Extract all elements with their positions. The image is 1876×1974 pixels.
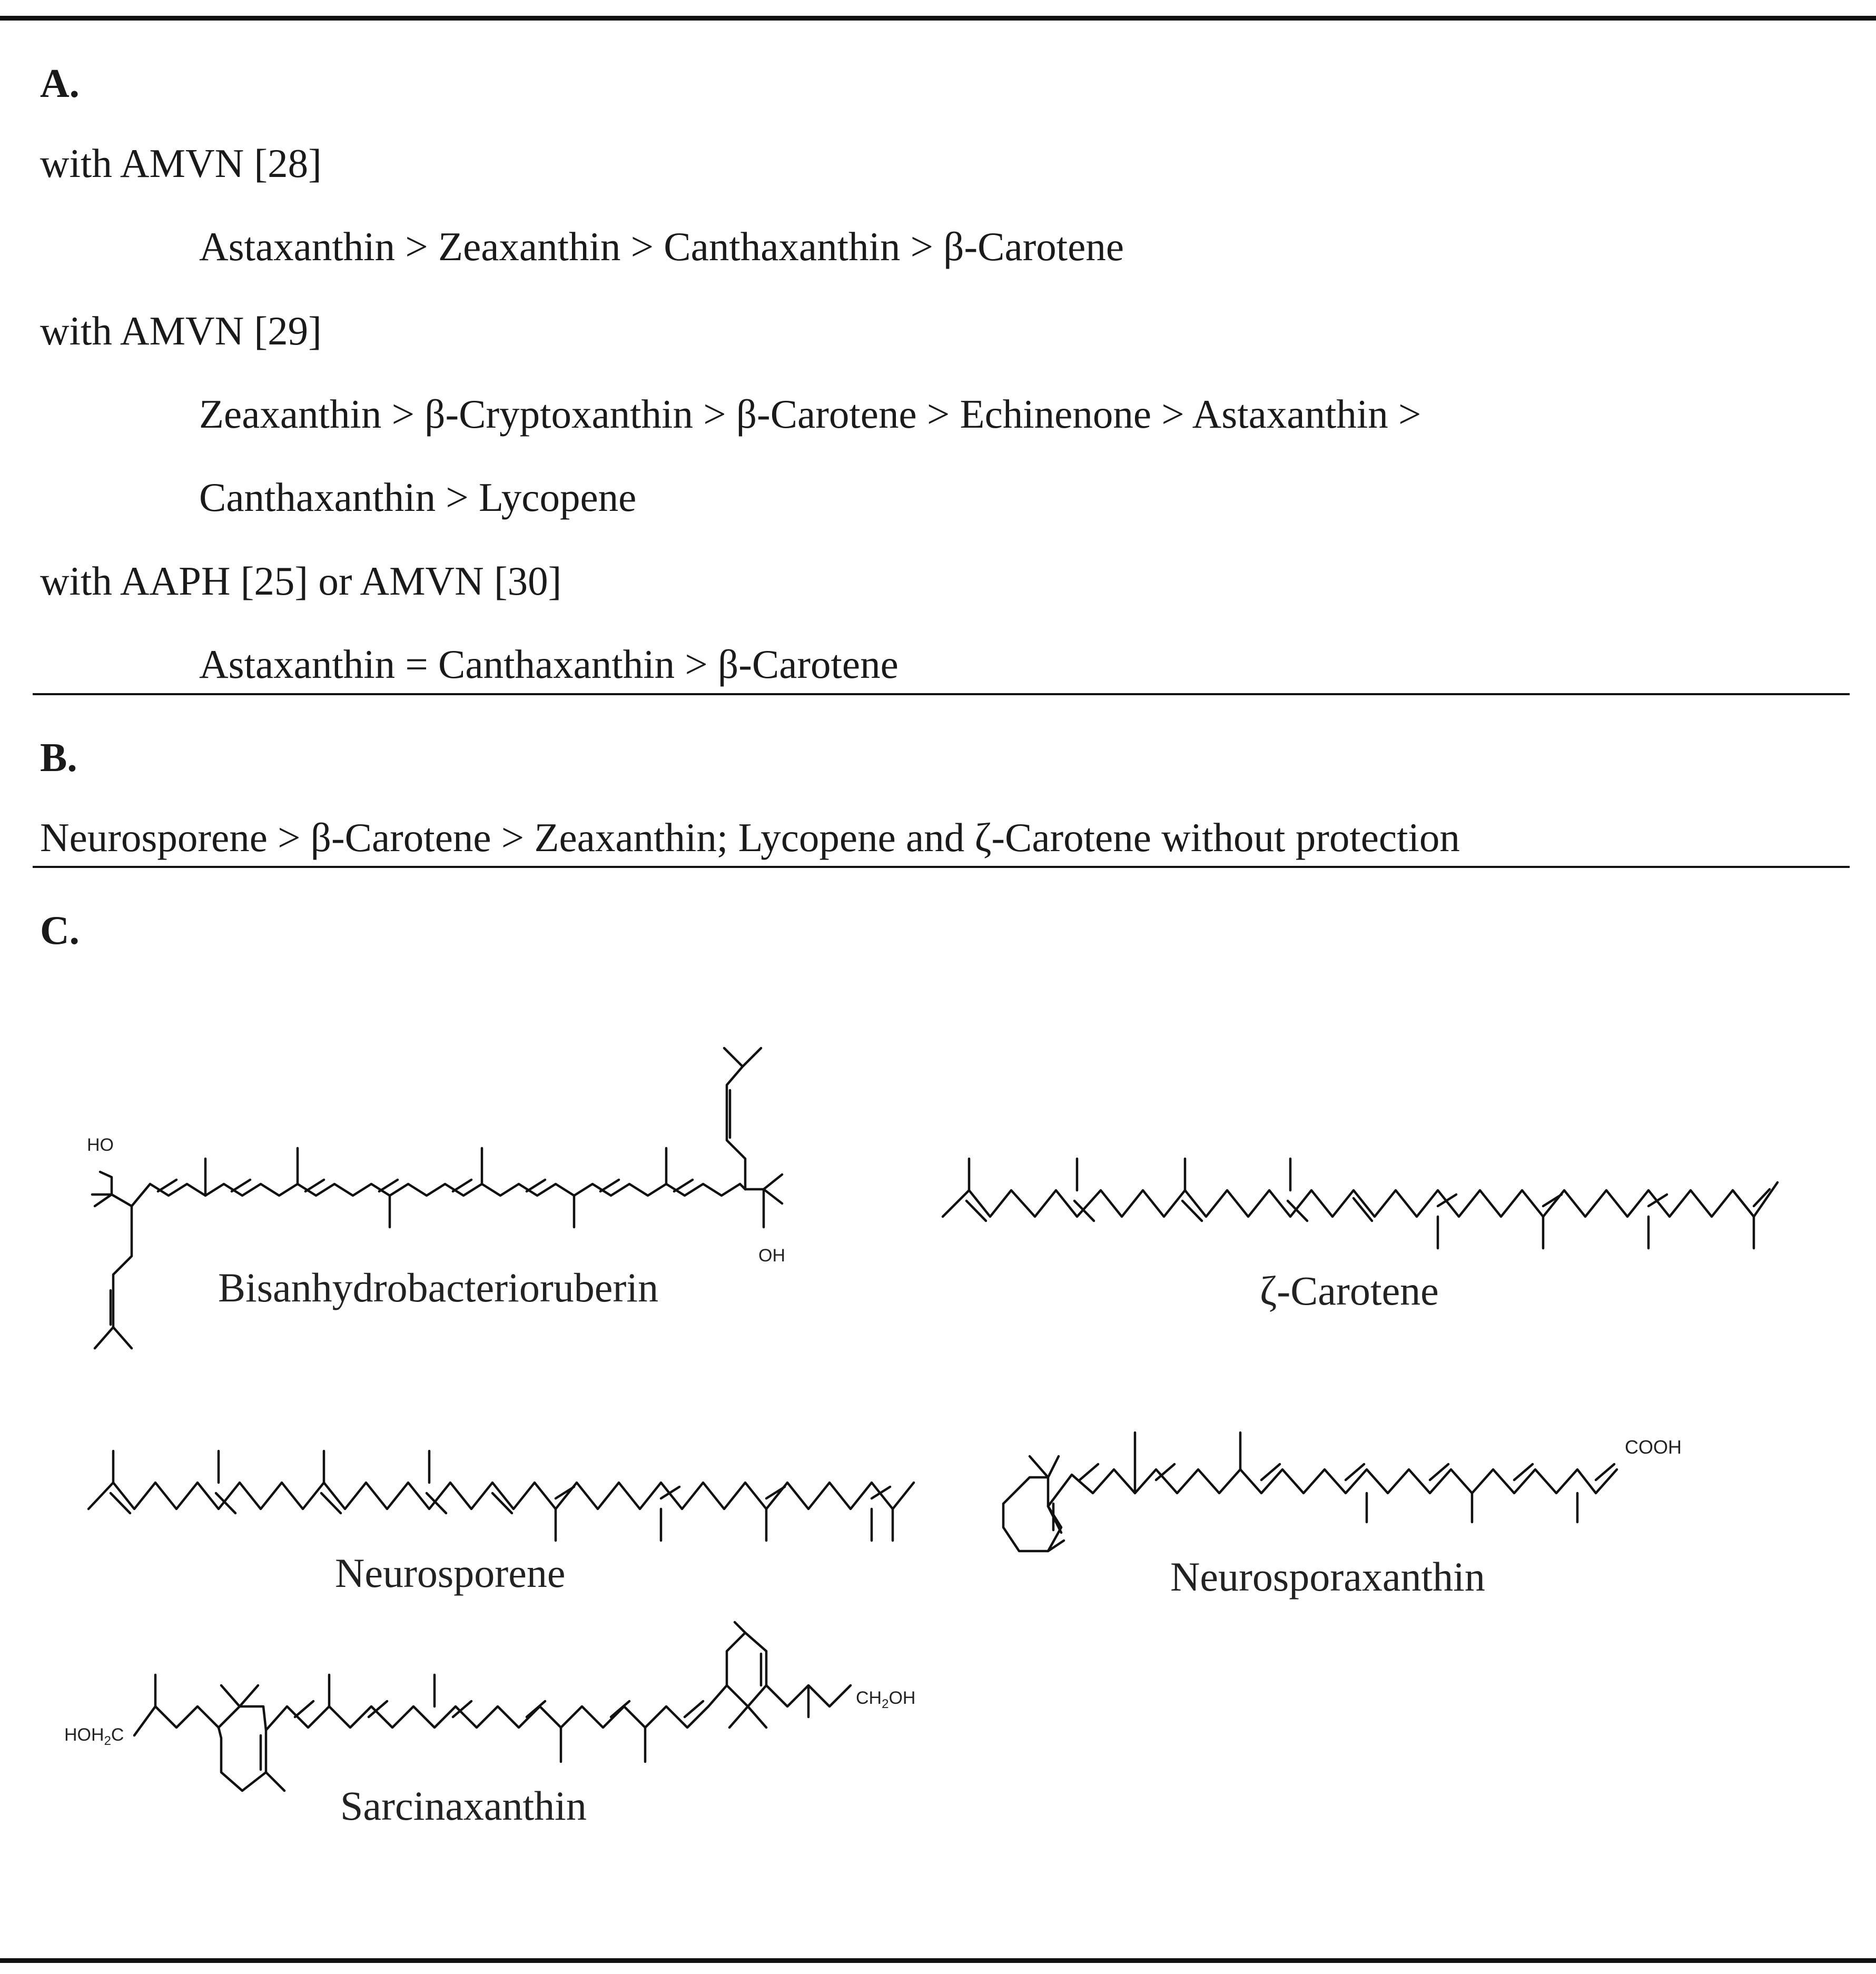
order-aaph-amvn-30: Astaxanthin = Canthaxanthin > β-Carotene	[199, 641, 898, 687]
section-b-label: B.	[40, 735, 77, 780]
section-c-label: C.	[40, 907, 80, 953]
bisanhydrobacterioruberin-label: Bisanhydrobacterioruberin	[218, 1265, 659, 1310]
sarcinaxanthin-label: Sarcinaxanthin	[340, 1783, 587, 1829]
order-amvn-29-line2: Canthaxanthin > Lycopene	[199, 475, 637, 520]
bisanhydro-ho-group: HO	[87, 1135, 114, 1155]
condition-amvn-28: with AMVN [28]	[40, 141, 322, 186]
section-b-order-text: Neurosporene > β-Carotene > Zeaxanthin; …	[40, 815, 1460, 860]
condition-amvn-29: with AMVN [29]	[40, 308, 322, 353]
section-divider-a-b	[33, 693, 1850, 695]
sarcinaxanthin-hoh2c-group: HOH2C	[64, 1725, 124, 1748]
section-a-label: A.	[40, 61, 80, 106]
order-amvn-28: Astaxanthin > Zeaxanthin > Canthaxanthin…	[199, 224, 1124, 269]
zeta-carotene-label: ζ-Carotene	[1260, 1268, 1439, 1314]
sarcinaxanthin-ch2oh-group: CH2OH	[856, 1688, 915, 1711]
condition-aaph-25-amvn-30: with AAPH [25] or AMVN [30]	[40, 558, 562, 604]
neurosporaxanthin-label: Neurosporaxanthin	[1170, 1554, 1485, 1600]
bottom-border-rule	[0, 1958, 1876, 1963]
section-divider-b-c	[33, 866, 1850, 868]
order-amvn-29-line1: Zeaxanthin > β-Cryptoxanthin > β-Caroten…	[199, 391, 1421, 437]
bisanhydro-oh-group: OH	[758, 1246, 785, 1266]
top-border-rule	[0, 16, 1876, 21]
neurosporaxanthin-cooh-group: COOH	[1625, 1436, 1682, 1458]
neurosporene-label: Neurosporene	[335, 1550, 566, 1596]
